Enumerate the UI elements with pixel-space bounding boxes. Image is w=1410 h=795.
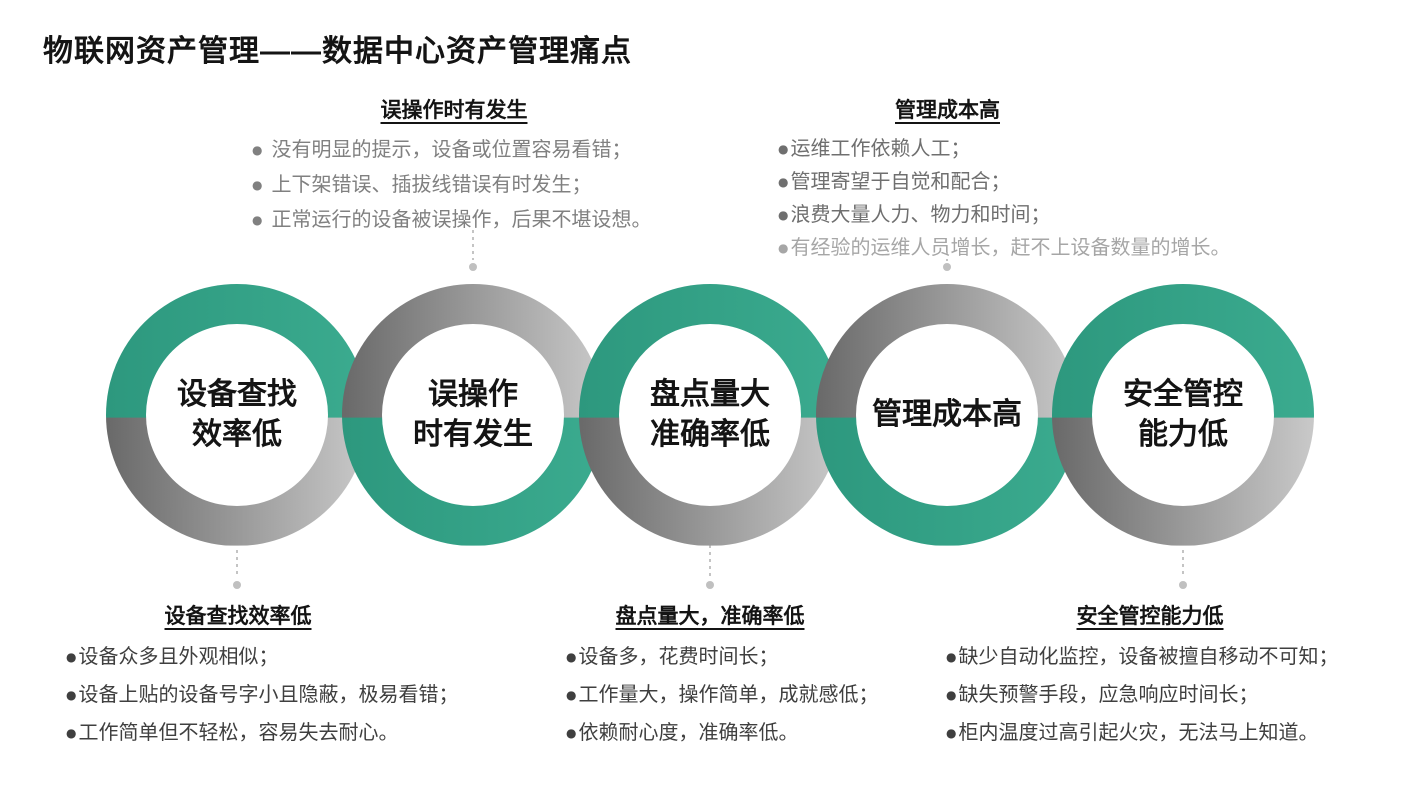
connector-line-bottom-3	[1182, 550, 1184, 578]
bullet-icon: ●	[66, 726, 77, 740]
connector-dot-bottom-2	[706, 581, 714, 589]
callout-management-cost: 管理成本高 ●运维工作依赖人工； ●管理寄望于自觉和配合； ●浪费大量人力、物力…	[775, 96, 1231, 264]
circle-label: 误操作 时有发生	[413, 377, 533, 452]
callout-heading: 安全管控能力低	[1076, 603, 1224, 628]
callout-heading: 设备查找效率低	[164, 603, 312, 628]
bullet-icon: ●	[66, 688, 77, 702]
circle-management-cost: 管理成本高	[816, 284, 1078, 546]
circle-inventory: 盘点量大 准确率低	[579, 284, 841, 546]
circle-label: 安全管控 能力低	[1123, 377, 1243, 452]
list-item: ●缺失预警手段，应急响应时间长；	[946, 682, 1259, 706]
callout-list: ●运维工作依赖人工； ●管理寄望于自觉和配合； ●浪费大量人力、物力和时间； ●…	[775, 132, 1231, 264]
connector-dot-bottom-1	[233, 581, 241, 589]
callout-list: ●设备众多且外观相似； ●设备上贴的设备号字小且隐蔽，极易看错； ●工作简单但不…	[60, 638, 459, 752]
callout-heading: 盘点量大，准确率低	[615, 603, 805, 628]
bullet-icon: ●	[946, 650, 957, 664]
bullet-icon: ●	[946, 726, 957, 740]
bullet-icon: ●	[252, 213, 263, 227]
circle-misoperation: 误操作 时有发生	[342, 284, 604, 546]
list-item: ●设备众多且外观相似；	[66, 644, 279, 668]
list-item: ●浪费大量人力、物力和时间；	[778, 202, 1051, 226]
bullet-icon: ●	[778, 175, 789, 189]
list-item: ●上下架错误、插拔线错误有时发生；	[252, 172, 592, 196]
circle-inner: 管理成本高	[856, 324, 1038, 506]
circle-inner: 安全管控 能力低	[1092, 324, 1274, 506]
circle-security-control: 安全管控 能力低	[1052, 284, 1314, 546]
connector-dot-top-1	[469, 263, 477, 271]
bullet-icon: ●	[566, 688, 577, 702]
circle-inner: 误操作 时有发生	[382, 324, 564, 506]
bullet-icon: ●	[252, 143, 263, 157]
list-item: ●有经验的运维人员增长，赶不上设备数量的增长。	[778, 235, 1231, 259]
callout-heading: 误操作时有发生	[380, 97, 528, 122]
list-item: ●设备上贴的设备号字小且隐蔽，极易看错；	[66, 682, 459, 706]
list-item: ●管理寄望于自觉和配合；	[778, 169, 1011, 193]
connector-dot-bottom-3	[1179, 581, 1187, 589]
list-item: ●正常运行的设备被误操作，后果不堪设想。	[252, 207, 652, 231]
callout-list: ●没有明显的提示，设备或位置容易看错； ●上下架错误、插拔线错误有时发生； ●正…	[248, 132, 660, 237]
connector-line-bottom-1	[236, 550, 238, 578]
connector-line-top-1	[472, 230, 474, 260]
connector-line-top-2	[946, 252, 948, 261]
callout-list: ●缺少自动化监控，设备被擅自移动不可知； ●缺失预警手段，应急响应时间长； ●柜…	[940, 638, 1360, 752]
page-title: 物联网资产管理——数据中心资产管理痛点	[43, 35, 632, 68]
bullet-icon: ●	[566, 650, 577, 664]
bullet-icon: ●	[778, 208, 789, 222]
callout-device-search: 设备查找效率低 ●设备众多且外观相似； ●设备上贴的设备号字小且隐蔽，极易看错；…	[60, 602, 459, 752]
circle-label: 设备查找 效率低	[177, 377, 297, 452]
connector-dot-top-2	[943, 263, 951, 271]
circle-label: 盘点量大 准确率低	[650, 377, 770, 452]
circle-inner: 设备查找 效率低	[146, 324, 328, 506]
callout-list: ●设备多，花费时间长； ●工作量大，操作简单，成就感低； ●依赖耐心度，准确率低…	[560, 638, 879, 752]
bullet-icon: ●	[778, 241, 789, 255]
bullet-icon: ●	[946, 688, 957, 702]
list-item: ●缺少自动化监控，设备被擅自移动不可知；	[946, 644, 1339, 668]
list-item: ●工作简单但不轻松，容易失去耐心。	[66, 720, 399, 744]
callout-inventory: 盘点量大，准确率低 ●设备多，花费时间长； ●工作量大，操作简单，成就感低； ●…	[560, 602, 879, 752]
bullet-icon: ●	[252, 178, 263, 192]
bullet-icon: ●	[566, 726, 577, 740]
circle-device-search: 设备查找 效率低	[106, 284, 368, 546]
circle-label: 管理成本高	[872, 397, 1022, 432]
circle-inner: 盘点量大 准确率低	[619, 324, 801, 506]
list-item: ●运维工作依赖人工；	[778, 136, 971, 160]
callout-heading: 管理成本高	[895, 97, 1000, 122]
bullet-icon: ●	[778, 142, 789, 156]
connector-line-bottom-2	[709, 545, 711, 578]
bullet-icon: ●	[66, 650, 77, 664]
list-item: ●没有明显的提示，设备或位置容易看错；	[252, 137, 632, 161]
list-item: ●工作量大，操作简单，成就感低；	[566, 682, 879, 706]
callout-misoperation: 误操作时有发生 ●没有明显的提示，设备或位置容易看错； ●上下架错误、插拔线错误…	[248, 96, 660, 237]
list-item: ●依赖耐心度，准确率低。	[566, 720, 799, 744]
list-item: ●设备多，花费时间长；	[566, 644, 779, 668]
callout-security-control: 安全管控能力低 ●缺少自动化监控，设备被擅自移动不可知； ●缺失预警手段，应急响…	[940, 602, 1360, 752]
list-item: ●柜内温度过高引起火灾，无法马上知道。	[946, 720, 1319, 744]
